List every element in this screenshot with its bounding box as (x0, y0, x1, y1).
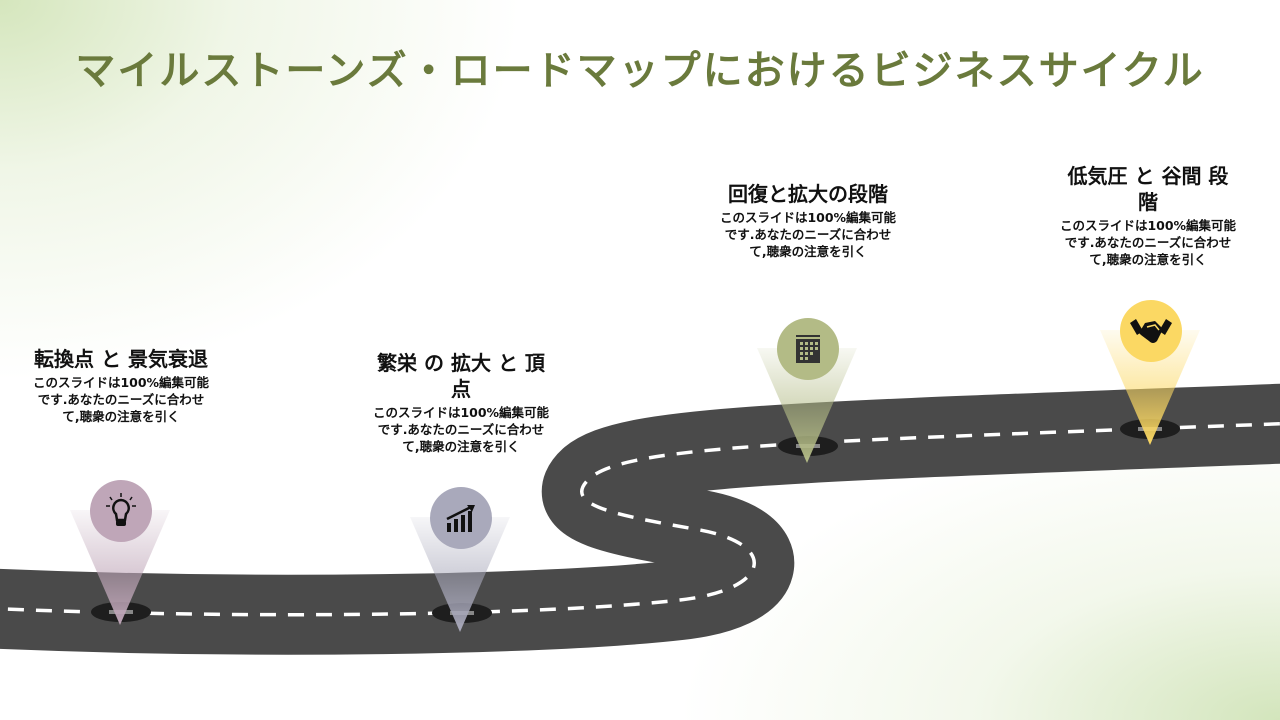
growth-chart-icon (430, 487, 492, 549)
milestone-text-3: 回復と拡大の段階 このスライドは100%編集可能です.あなたのニーズに合わせて,… (718, 181, 898, 260)
milestone-pin-1 (60, 480, 180, 625)
milestone-text-2: 繁栄 の 拡大 と 頂点 このスライドは100%編集可能です.あなたのニーズに合… (371, 350, 551, 455)
milestone-body: このスライドは100%編集可能です.あなたのニーズに合わせて,聴衆の注意を引く (32, 375, 210, 424)
handshake-icon (1120, 300, 1182, 362)
milestone-heading: 転換点 と 景気衰退 (34, 347, 208, 371)
milestone-body: このスライドは100%編集可能です.あなたのニーズに合わせて,聴衆の注意を引く (719, 210, 897, 259)
milestone-body: このスライドは100%編集可能です.あなたのニーズに合わせて,聴衆の注意を引く (1059, 218, 1237, 267)
milestone-pin-2 (400, 487, 520, 632)
road-center-line (0, 422, 1280, 617)
lightbulb-icon (90, 480, 152, 542)
milestone-heading: 繁栄 の 拡大 と 頂点 (377, 351, 545, 401)
milestone-heading: 低気圧 と 谷間 段階 (1067, 164, 1229, 214)
calendar-icon (777, 318, 839, 380)
slide-title: マイルストーンズ・ロードマップにおけるビジネスサイクル (75, 48, 1205, 94)
milestone-pin-3 (747, 318, 867, 463)
milestone-text-4: 低気圧 と 谷間 段階 このスライドは100%編集可能です.あなたのニーズに合わ… (1058, 163, 1238, 268)
milestone-text-1: 転換点 と 景気衰退 このスライドは100%編集可能です.あなたのニーズに合わせ… (31, 346, 211, 425)
milestone-pin-4 (1090, 300, 1210, 445)
milestone-body: このスライドは100%編集可能です.あなたのニーズに合わせて,聴衆の注意を引く (372, 405, 550, 454)
milestone-heading: 回復と拡大の段階 (728, 182, 888, 206)
